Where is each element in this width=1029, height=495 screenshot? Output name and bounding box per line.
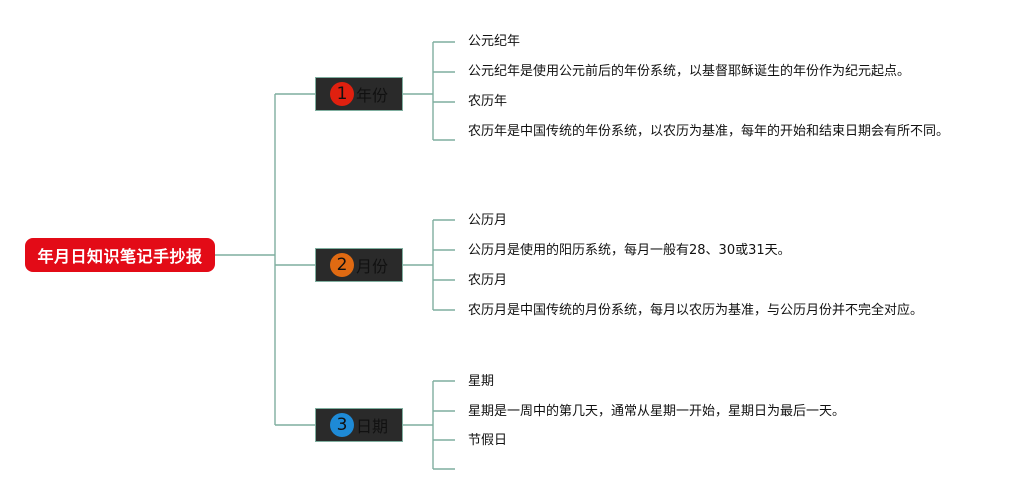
leaf-node[interactable]: 农历年是中国传统的年份系统，以农历为基准，每年的开始和结束日期会有所不同。 [468,124,950,139]
branch-label: 年份 [355,86,388,105]
leaf-node[interactable]: 农历月是中国传统的月份系统，每月以农历为基准，与公历月份并不完全对应。 [468,303,924,318]
leaf-node[interactable]: 农历年 [468,94,508,109]
root-label: 年月日知识笔记手抄报 [37,247,203,266]
leaf-node[interactable]: 公历月 [468,213,508,228]
branch-node-month[interactable]: 2 月份 [315,248,403,282]
leaf-node[interactable]: 星期是一周中的第几天，通常从星期一开始，星期日为最后一天。 [468,404,846,419]
leaf-node[interactable]: 公元纪年 [468,34,521,49]
root-node[interactable]: 年月日知识笔记手抄报 [25,238,215,272]
leaf-node[interactable]: 农历月 [468,273,508,288]
branch-label: 日期 [355,417,388,436]
leaf-node[interactable]: 星期 [468,374,495,389]
leaf-node[interactable]: 公历月是使用的阳历系统，每月一般有28、30或31天。 [468,243,791,258]
branch-node-year[interactable]: 1 年份 [315,77,403,111]
leaf-node[interactable]: 公元纪年是使用公元前后的年份系统，以基督耶稣诞生的年份作为纪元起点。 [468,64,911,79]
number-badge-icon: 2 [329,253,354,277]
branch-label: 月份 [355,257,388,276]
number-badge-icon: 3 [329,413,354,437]
number-badge-icon: 1 [329,82,354,106]
branch-node-date[interactable]: 3 日期 [315,408,403,442]
leaf-node[interactable]: 节假日 [468,433,508,448]
